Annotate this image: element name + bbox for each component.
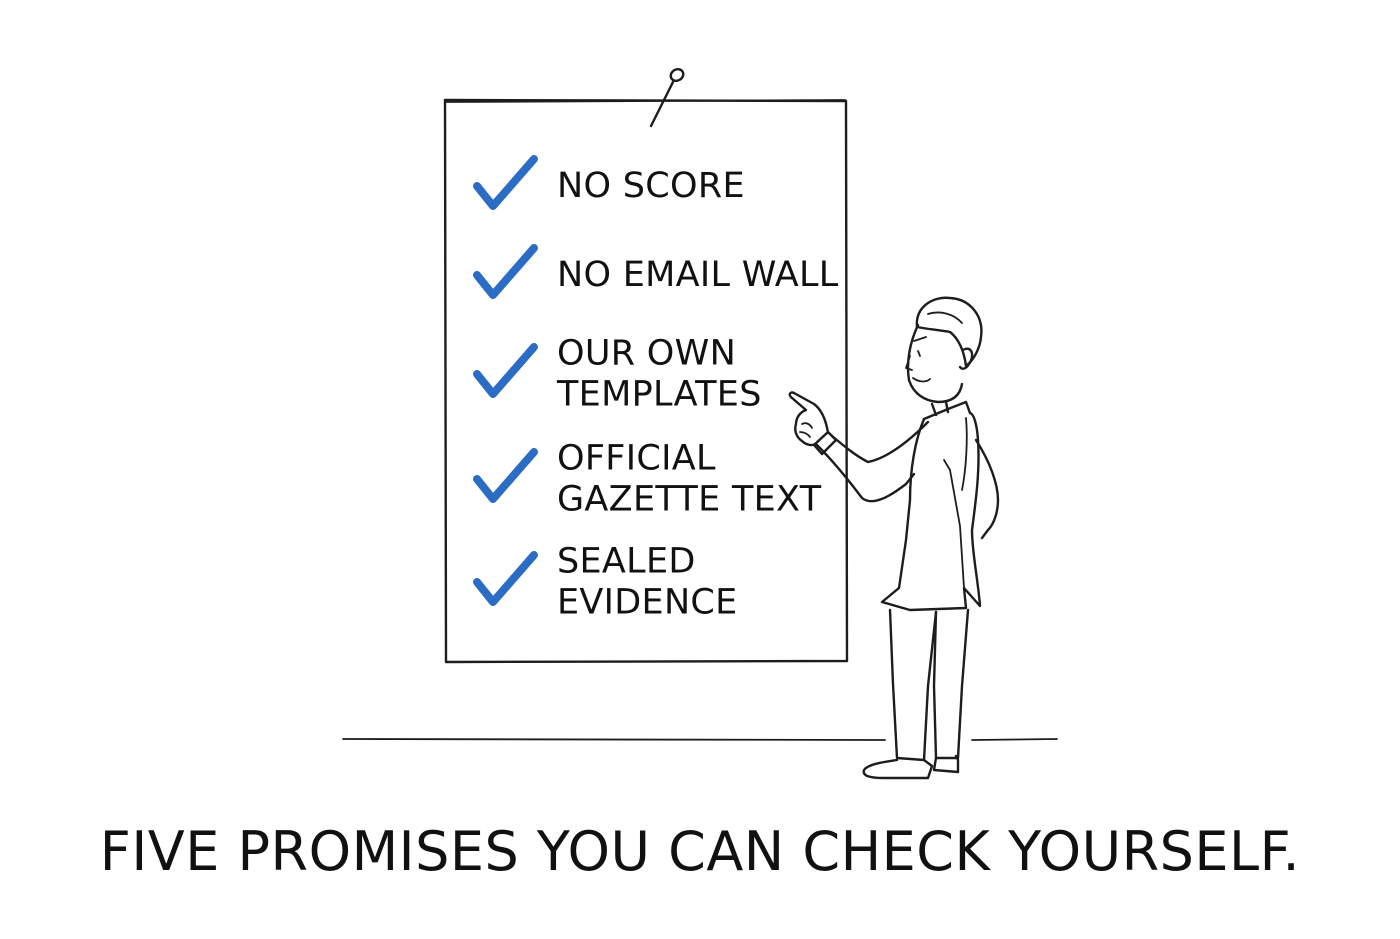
checklist-item: NO SCORE (473, 155, 745, 210)
right-leg (932, 608, 970, 760)
checklist-item-label: OUR OWN (557, 334, 736, 374)
check-mark-icon (473, 155, 538, 210)
nose (905, 355, 913, 371)
collar (922, 400, 972, 421)
left-leg (888, 608, 938, 762)
eye (917, 350, 921, 357)
checklist-item-label: NO SCORE (557, 166, 745, 206)
checklist-item-label: NO EMAIL WALL (557, 255, 839, 295)
presenter-figure (788, 296, 1000, 780)
left-shoe (862, 758, 934, 780)
eyebrow (913, 336, 927, 342)
check-mark-icon (473, 343, 538, 398)
floor-line (342, 738, 1058, 741)
caption: FIVE PROMISES YOU CAN CHECK YOURSELF. (99, 820, 1301, 883)
hair (915, 296, 983, 368)
ear (958, 347, 974, 370)
jacket (880, 411, 982, 612)
check-mark-icon (473, 551, 538, 606)
back-arm (974, 438, 1000, 540)
push-pin-icon (649, 68, 685, 128)
pointing-hand (788, 391, 830, 447)
checklist-item: NO EMAIL WALL (473, 244, 839, 299)
check-mark-icon (473, 448, 538, 503)
checklist-item-label: TEMPLATES (556, 375, 762, 415)
right-shoe (932, 754, 960, 774)
checklist-item-label: OFFICIAL (557, 439, 716, 479)
checklist-item-label: GAZETTE TEXT (557, 480, 822, 520)
cuff (812, 430, 838, 456)
checklist-board (443, 98, 849, 664)
checklist-item-label: EVIDENCE (557, 583, 738, 623)
head (906, 323, 964, 404)
checklist-item-label: SEALED (557, 542, 696, 582)
pointing-arm (815, 420, 930, 503)
check-mark-icon (473, 244, 538, 299)
mouth (912, 377, 931, 383)
